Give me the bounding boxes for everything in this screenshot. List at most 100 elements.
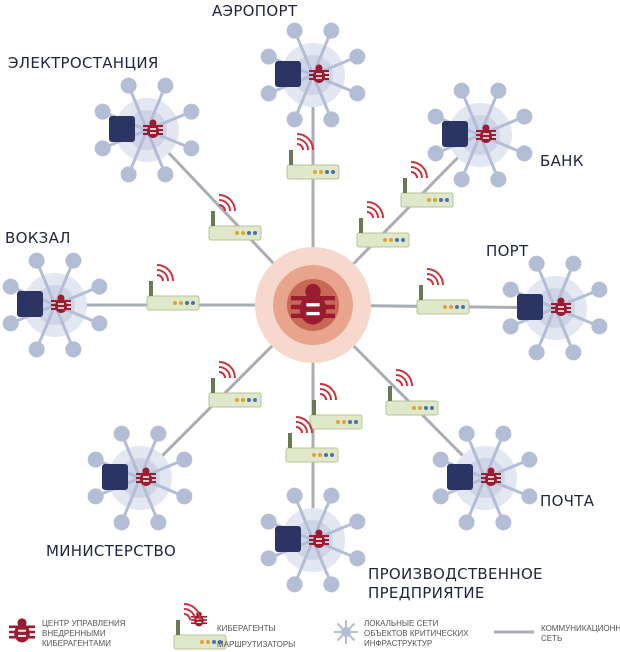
local-network-station xyxy=(2,252,108,358)
router-led xyxy=(455,305,459,309)
hub-node xyxy=(157,166,174,183)
wifi-arc-icon xyxy=(395,374,408,387)
facility-icon-bank xyxy=(442,121,468,147)
hub-node xyxy=(323,487,340,504)
local-network-bank xyxy=(427,82,533,188)
router-led xyxy=(253,398,257,402)
facility-icon-factory xyxy=(275,526,301,552)
hub-node xyxy=(427,108,444,125)
router-led xyxy=(191,301,195,305)
hub-node xyxy=(591,281,608,298)
hub-node xyxy=(91,315,108,332)
router-antenna xyxy=(211,378,215,393)
wifi-arc-icon xyxy=(218,361,236,379)
router xyxy=(173,603,227,650)
hub-node xyxy=(502,318,519,335)
wifi-arc-icon xyxy=(183,603,201,621)
hub-node xyxy=(94,140,111,157)
hub-spoke xyxy=(311,539,333,585)
router-led xyxy=(218,640,222,644)
agent-icon xyxy=(143,119,163,138)
legend-text: ВНЕДРЕННЫМИ xyxy=(42,629,106,638)
router-led xyxy=(430,406,434,410)
hub-node xyxy=(323,22,340,39)
router-led xyxy=(418,406,422,410)
hub-node xyxy=(183,140,200,157)
label-factory-line2: ПРЕДПРИЯТИЕ xyxy=(368,584,485,602)
hub-node xyxy=(28,341,45,358)
router xyxy=(208,361,262,408)
legend-routers: МАРШРУТИЗАТОРЫ xyxy=(217,640,296,649)
hub-node xyxy=(565,255,582,272)
hub-node xyxy=(565,344,582,361)
router-led xyxy=(324,453,328,457)
router-led xyxy=(427,198,431,202)
wifi-arc-icon xyxy=(183,613,191,621)
legend-local-networks: ЛОКАЛЬНЫЕ СЕТИ ОБЪЕКТОВ КРИТИЧЕСКИХ ИНФР… xyxy=(364,619,468,649)
hub-node xyxy=(2,315,19,332)
wifi-arc-icon xyxy=(218,366,231,379)
hub-node xyxy=(349,48,366,65)
wifi-arc-icon xyxy=(395,379,403,387)
hub-node xyxy=(65,341,82,358)
wifi-arc-icon xyxy=(156,264,174,282)
local-network-airport xyxy=(260,22,366,128)
label-station: ВОКЗАЛ xyxy=(5,229,71,247)
facility-icon-power xyxy=(109,116,135,142)
legend-local-network-icon xyxy=(334,620,358,644)
agent-icon xyxy=(309,64,329,83)
router xyxy=(309,383,363,430)
legend-text: КИБЕРАГЕНТАМИ xyxy=(42,639,111,648)
agent-icon xyxy=(551,297,571,316)
hub-node xyxy=(591,318,608,335)
router-antenna xyxy=(149,281,153,296)
hub-node xyxy=(432,488,449,505)
hub-node xyxy=(65,252,82,269)
agent-icon xyxy=(476,124,496,143)
router-led xyxy=(433,198,437,202)
router-led xyxy=(179,301,183,305)
hub-node xyxy=(286,576,303,593)
wifi-arc-icon xyxy=(296,133,314,151)
router-led xyxy=(354,420,358,424)
router-led xyxy=(319,170,323,174)
wifi-arc-icon xyxy=(410,166,423,179)
hub-node xyxy=(260,550,277,567)
legend-control-center: ЦЕНТР УПРАВЛЕНИЯ ВНЕДРЕННЫМИ КИБЕРАГЕНТА… xyxy=(42,619,126,649)
router-led xyxy=(401,238,405,242)
wifi-arc-icon xyxy=(426,273,439,286)
agent-head xyxy=(315,64,323,72)
agent-head xyxy=(487,467,495,475)
router-led xyxy=(235,398,239,402)
router-led xyxy=(331,170,335,174)
router-led xyxy=(336,420,340,424)
router-led xyxy=(330,453,334,457)
hub-spoke xyxy=(120,477,142,523)
router-led xyxy=(313,170,317,174)
hub-spoke xyxy=(465,477,487,523)
router-led xyxy=(342,420,346,424)
wifi-arc-icon xyxy=(218,204,226,212)
router-antenna xyxy=(403,178,407,193)
router-led xyxy=(449,305,453,309)
control-center-spider-icon xyxy=(290,283,336,325)
hub-node xyxy=(286,111,303,128)
hub-node xyxy=(87,488,104,505)
wifi-arc-icon xyxy=(295,421,308,434)
agent-head xyxy=(557,297,565,305)
router-led xyxy=(424,406,428,410)
facility-icon-ministry xyxy=(102,464,128,490)
hub-node xyxy=(323,576,340,593)
local-network-ministry xyxy=(87,425,193,531)
wifi-arc-icon xyxy=(319,393,327,401)
router xyxy=(285,416,339,463)
local-network-power xyxy=(94,77,200,183)
hub-node xyxy=(432,451,449,468)
hub-node xyxy=(120,166,137,183)
hub-node xyxy=(453,171,470,188)
hub-node xyxy=(495,425,512,442)
router xyxy=(286,133,340,180)
agent-head xyxy=(315,529,323,537)
hub-node xyxy=(495,514,512,531)
